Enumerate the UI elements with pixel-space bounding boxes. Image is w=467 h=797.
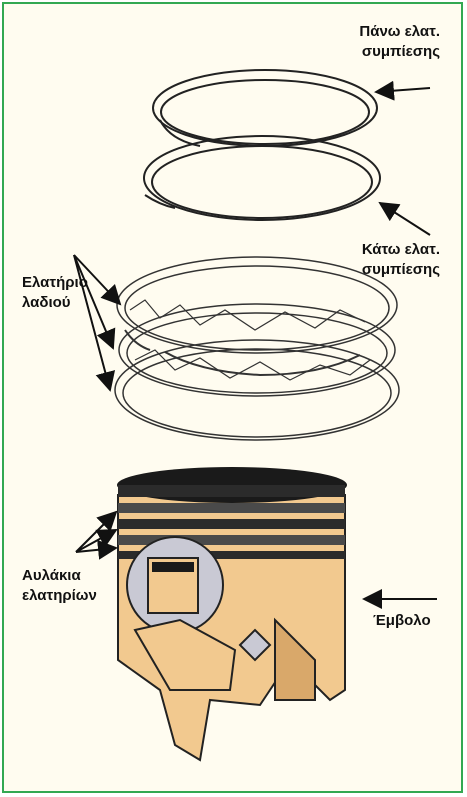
label-bottom-compression-ring: Κάτω ελατ. συμπίεσης — [330, 240, 440, 280]
arrow-bottom-ring — [380, 203, 430, 235]
top-compression-ring — [153, 70, 377, 146]
arrows-ring-grooves — [76, 512, 116, 552]
oil-ring-assembly — [115, 257, 399, 440]
label-oil-ring: Ελατήριο λαδιού — [22, 273, 88, 313]
arrow-top-ring — [376, 88, 430, 92]
label-piston: Έμβολο — [373, 611, 431, 631]
label-top-compression-ring: Πάνω ελατ. συμπίεσης — [325, 22, 440, 62]
pin-boss — [127, 537, 223, 633]
bottom-compression-ring — [144, 136, 380, 220]
label-ring-grooves: Αυλάκια ελατηρίων — [22, 566, 97, 606]
